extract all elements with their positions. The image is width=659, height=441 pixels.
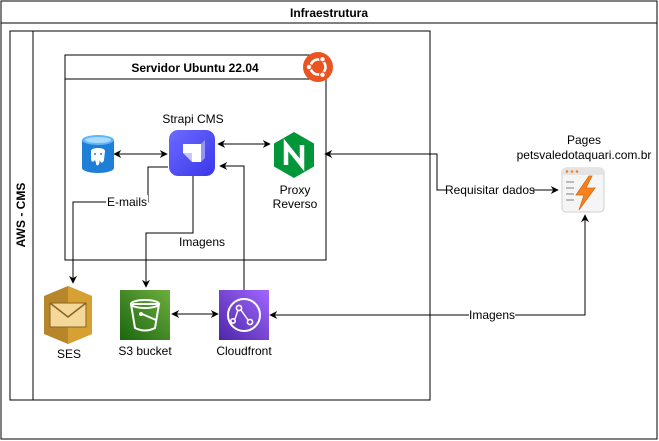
ses-icon — [44, 286, 92, 344]
cloudfront-node: Cloudfront — [216, 290, 272, 358]
nginx-icon — [274, 132, 314, 178]
edge-cloudfront-strapi — [219, 162, 245, 290]
pages-label-line1: Pages — [567, 133, 601, 147]
strapi-node: Strapi CMS — [162, 112, 224, 176]
server-title: Servidor Ubuntu 22.04 — [131, 61, 259, 75]
proxy-label-line1: Proxy — [280, 183, 311, 197]
cloudfront-icon — [219, 290, 269, 340]
s3-bucket-icon — [120, 290, 170, 340]
edge-label-imagens-s3-text: Imagens — [179, 235, 225, 249]
cloudflare-pages-icon — [561, 167, 605, 213]
ses-node: SES — [44, 286, 92, 361]
cloudfront-label: Cloudfront — [216, 344, 272, 358]
s3-label: S3 bucket — [118, 344, 172, 358]
proxy-label-line2: Reverso — [273, 197, 318, 211]
pages-label-line2: petsvaledotaquari.com.br — [517, 148, 652, 162]
edge-label-emails: E-mails — [106, 195, 148, 209]
ses-label: SES — [57, 347, 81, 361]
edge-strapi-s3 — [142, 176, 194, 288]
infraestrutura-title: Infraestrutura — [290, 6, 368, 20]
nginx-node: Proxy Reverso — [273, 132, 318, 211]
edge-label-requisitar: Requisitar dados — [445, 183, 535, 197]
edge-label-imagens-s3: Imagens — [179, 235, 225, 249]
strapi-label: Strapi CMS — [162, 112, 223, 126]
edge-cloudfront-pages — [269, 214, 589, 319]
s3-node: S3 bucket — [118, 290, 172, 358]
aws-cms-label: AWS - CMS — [14, 183, 28, 248]
edge-label-requisitar-text: Requisitar dados — [445, 183, 535, 197]
ubuntu-icon — [303, 52, 333, 82]
postgres-db-icon — [82, 135, 114, 173]
edge-label-imagens-cf-text: Imagens — [469, 308, 515, 322]
strapi-icon — [169, 130, 215, 176]
edge-label-emails-text: E-mails — [107, 195, 147, 209]
pages-node: Pages petsvaledotaquari.com.br — [517, 133, 652, 213]
edge-label-imagens-cf: Imagens — [469, 308, 515, 322]
